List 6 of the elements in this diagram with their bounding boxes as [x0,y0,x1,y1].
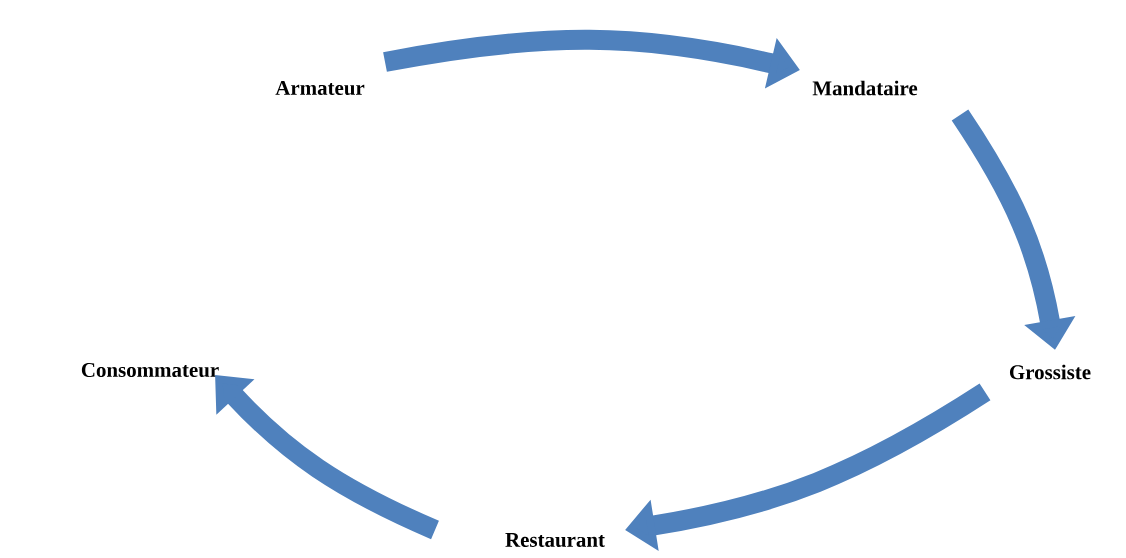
node-label: Restaurant [505,533,605,547]
node-label: Grossiste [1009,364,1091,380]
node-label: Consommateur [81,362,219,378]
node-label: Armateur [275,80,365,95]
block-arrow [215,375,440,540]
node-label: Mandataire [812,80,918,96]
